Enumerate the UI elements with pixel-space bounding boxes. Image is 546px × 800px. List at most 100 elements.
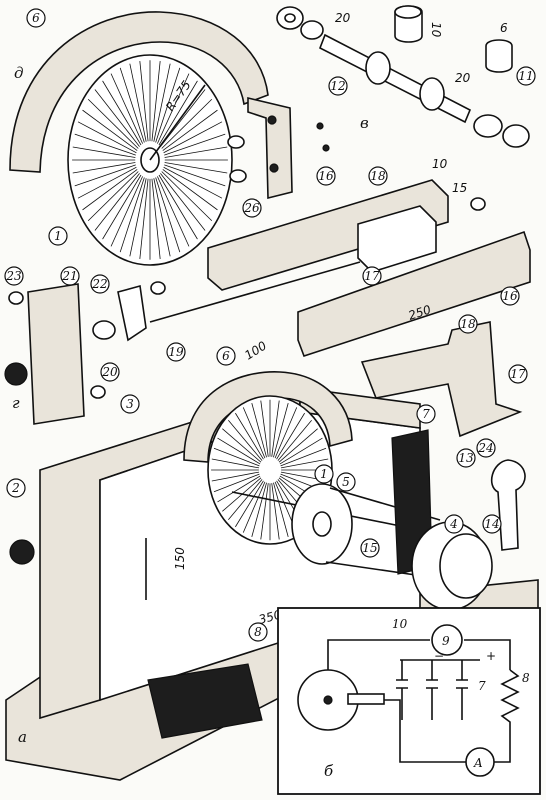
callout-circle [248, 622, 268, 642]
disc-ray [160, 89, 206, 147]
callout-17: 17 [362, 266, 382, 286]
callout-circle [458, 314, 478, 334]
callout-1: 1 [314, 464, 334, 484]
disc-ray [102, 174, 142, 240]
shaft-flange [365, 51, 391, 85]
disc-ray [164, 146, 228, 158]
disc-ray [158, 80, 198, 146]
side-plate-parts [4, 281, 166, 425]
disc-ray [162, 169, 218, 211]
knob [4, 362, 28, 386]
callout-8: 8 [248, 622, 268, 642]
disc-ray [278, 428, 318, 463]
l-bracket [360, 321, 523, 438]
disc-ray [160, 173, 206, 231]
callout-circle [328, 76, 348, 96]
circuit-disc-hub [323, 695, 333, 705]
disc-ray [110, 73, 143, 144]
panel-label-a: а [18, 728, 27, 746]
disc-ray [129, 178, 147, 257]
disc-ray [273, 482, 289, 537]
callout-circle [368, 166, 388, 186]
disc-texture [72, 60, 228, 260]
callout-circle [476, 438, 496, 458]
disc-ray [74, 164, 136, 187]
callout-number: 6 [32, 11, 40, 25]
disc-ray [222, 428, 262, 463]
callout-circle [242, 198, 262, 218]
circuit-inset: 9 − + A 7 8 10 [277, 607, 541, 795]
callout-circle [6, 478, 26, 498]
callout-number: 18 [370, 169, 386, 183]
disc-ray [280, 447, 327, 467]
disc-ray [280, 458, 329, 469]
panel-label-b: б [324, 762, 334, 780]
disc-ray [153, 63, 171, 142]
disc-ray [77, 166, 137, 199]
disc-ray [82, 109, 138, 151]
disc-ray [119, 177, 145, 253]
callout-circle [362, 266, 382, 286]
wrench [490, 459, 526, 551]
carriage [357, 205, 437, 273]
callout-number: 1 [320, 467, 328, 481]
bracket-hole [267, 115, 277, 125]
box-knob [9, 539, 35, 565]
nut [90, 385, 106, 399]
nut [92, 320, 116, 340]
box-rheostat [147, 663, 263, 739]
disc-ray [87, 171, 139, 222]
callout-number: 12 [330, 79, 345, 93]
dim-rail-b: 15 [452, 181, 467, 195]
bracket-hole [269, 163, 279, 173]
callout-22: 22 [90, 274, 110, 294]
callout-circle [456, 448, 476, 468]
callout-number: 8 [254, 625, 262, 639]
callout-2: 2 [6, 478, 26, 498]
callout-number: 16 [318, 169, 334, 183]
radius-line [149, 84, 206, 161]
rheostat-label: 8 [522, 671, 530, 685]
disc-ray [74, 133, 136, 156]
disc-ray [217, 475, 261, 503]
callout-number: 14 [484, 517, 499, 531]
callout-circle [60, 266, 80, 286]
callout-11: 11 [516, 66, 536, 86]
box-disc-texture [211, 399, 329, 541]
disc-guard [9, 11, 269, 173]
callout-18: 18 [458, 314, 478, 334]
callout-19: 19 [166, 342, 186, 362]
callout-number: 6 [222, 349, 230, 363]
disc-ray [279, 437, 323, 465]
dim-bushing-width: 6 [500, 21, 508, 35]
disc-ray [235, 480, 264, 528]
disc-ray [157, 176, 190, 247]
callout-circle [120, 394, 140, 414]
disc-ray [162, 109, 218, 151]
callout-4: 4 [444, 514, 464, 534]
callout-circle [316, 166, 336, 186]
callout-15: 15 [360, 538, 380, 558]
disc-ray [163, 121, 223, 154]
disc-ray [129, 63, 147, 142]
disc-ray [72, 146, 136, 158]
callout-circle [360, 538, 380, 558]
disc-ray [242, 407, 266, 459]
disc-ray [151, 61, 161, 142]
callout-number: 24 [477, 441, 493, 455]
disc-bracket [247, 96, 293, 200]
circuit-brush [347, 693, 385, 705]
disc-ray [251, 482, 267, 537]
voltmeter-minus: − [434, 649, 444, 663]
bearing [502, 124, 530, 148]
dim-shaft-left: 20 [335, 11, 351, 25]
wire-top [327, 639, 511, 670]
bearing [473, 114, 503, 138]
callout-16: 16 [316, 166, 336, 186]
motor-end [439, 533, 493, 599]
disc-ray [271, 483, 280, 540]
rail-upper [207, 179, 449, 291]
callout-circle [216, 346, 236, 366]
callout-number: 5 [342, 475, 350, 489]
